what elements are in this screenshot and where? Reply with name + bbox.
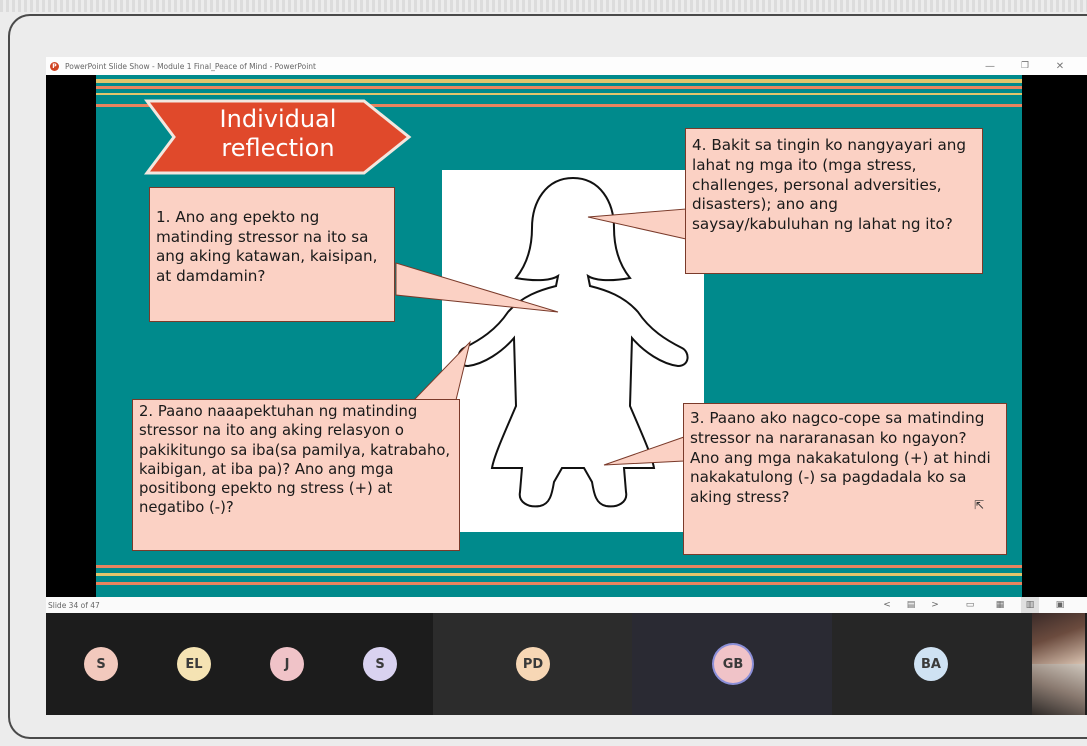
reading-view-icon[interactable]: ▥ — [1021, 597, 1039, 613]
slideshow-view-icon[interactable]: ▣ — [1055, 600, 1065, 610]
participant-avatar-ba[interactable]: BA — [914, 647, 948, 681]
previous-slide-button[interactable]: < — [883, 600, 891, 610]
figure-box — [442, 170, 704, 532]
powerpoint-icon: P — [50, 61, 59, 71]
question-1-text: 1. Ano ang epekto ng matinding stressor … — [156, 208, 378, 285]
participant-video-2[interactable] — [1032, 664, 1085, 715]
participant-avatar-el[interactable]: EL — [177, 647, 211, 681]
background-texture — [0, 0, 1087, 12]
question-2-text: 2. Paano naaapektuhan ng matinding stres… — [139, 403, 451, 517]
minimize-button[interactable]: — — [985, 60, 995, 72]
callout-question-4: 4. Bakit sa tingin ko nangyayari ang lah… — [685, 128, 983, 274]
participant-avatar-gb[interactable]: GB — [714, 645, 752, 683]
question-3-text: 3. Paano ako nagco-cope sa matinding str… — [690, 409, 991, 507]
top-stripe-yellow — [96, 79, 1022, 83]
restore-button[interactable]: ❐ — [1020, 61, 1030, 71]
callout-question-1: 1. Ano ang epekto ng matinding stressor … — [149, 187, 395, 322]
participant-avatar-pd[interactable]: PD — [516, 647, 550, 681]
slide-menu-button[interactable]: ▤ — [906, 600, 916, 610]
top-stripe-orange — [96, 86, 1022, 89]
slide-canvas: Individual reflection 1. Ano ang epekto … — [96, 75, 1022, 597]
top-stripe-thin — [96, 93, 1022, 95]
slide-sorter-icon[interactable]: ▦ — [995, 600, 1005, 610]
slide-title: Individual reflection — [219, 105, 337, 162]
mouse-pointer-icon: ⇱ — [974, 498, 985, 512]
person-outline-icon — [457, 176, 689, 508]
title-banner — [144, 99, 412, 175]
bottom-stripe-orange-2 — [96, 582, 1022, 585]
normal-view-icon[interactable]: ▭ — [965, 600, 975, 610]
next-slide-button[interactable]: > — [931, 600, 939, 610]
participant-avatar-s[interactable]: S — [84, 647, 118, 681]
question-4-text: 4. Bakit sa tingin ko nangyayari ang lah… — [692, 136, 967, 234]
title-bar: P PowerPoint Slide Show - Module 1 Final… — [46, 57, 1087, 75]
slideshow-status-bar: Slide 34 of 47 < ▤ > ▭ ▦ ▥ ▣ — [46, 597, 1087, 613]
bottom-stripe-yellow — [96, 573, 1022, 576]
meeting-participants-strip: S EL J S PD GB BA — [46, 613, 1087, 715]
close-button[interactable]: ✕ — [1055, 60, 1065, 72]
callout-question-2: 2. Paano naaapektuhan ng matinding stres… — [132, 399, 460, 551]
callout-question-3: 3. Paano ako nagco-cope sa matinding str… — [683, 403, 1007, 555]
participant-avatar-s-2[interactable]: S — [363, 647, 397, 681]
participant-avatar-j[interactable]: J — [270, 647, 304, 681]
participant-video-1[interactable] — [1032, 613, 1085, 664]
powerpoint-window: P PowerPoint Slide Show - Module 1 Final… — [46, 57, 1087, 715]
slide-counter: Slide 34 of 47 — [48, 600, 100, 610]
window-title: PowerPoint Slide Show - Module 1 Final_P… — [65, 61, 316, 71]
bottom-stripe-orange — [96, 565, 1022, 568]
top-stripe-orange-2 — [96, 104, 1022, 107]
